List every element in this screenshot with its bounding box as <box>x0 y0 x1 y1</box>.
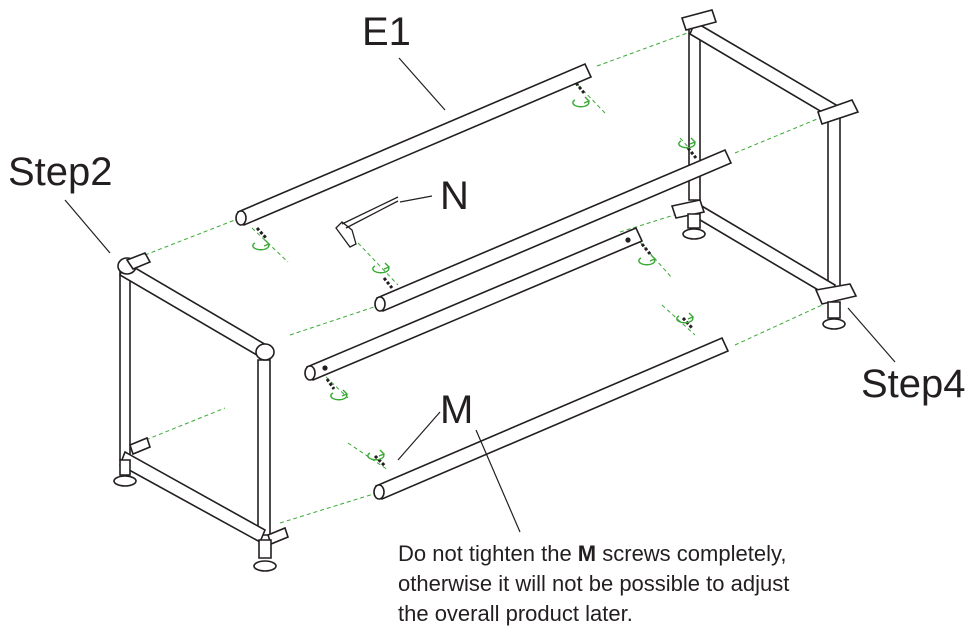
assembly-note: Do not tighten the M screws completely, … <box>398 539 868 629</box>
note-bold-part: M <box>577 541 597 566</box>
leader-lines <box>64 57 896 533</box>
note-text-before: Do not tighten the <box>398 541 578 566</box>
rail-bottom-front <box>373 336 730 501</box>
part-label-m: M <box>440 388 474 432</box>
step-label-step2: Step2 <box>8 150 113 194</box>
part-label-e1: E1 <box>362 10 411 54</box>
screw-icon <box>255 82 698 468</box>
rotation-arrow-icon <box>252 96 696 461</box>
note-line-2: otherwise it will not be possible to adj… <box>398 571 790 596</box>
left-end-frame <box>113 252 289 572</box>
allen-key-icon <box>335 196 399 248</box>
rail-e1 <box>235 62 593 227</box>
part-label-n: N <box>440 174 469 218</box>
note-line-1: Do not tighten the M screws completely, <box>398 539 868 569</box>
step-label-step4: Step4 <box>861 362 966 406</box>
note-line-3: the overall product later. <box>398 601 633 626</box>
rail-upper-middle <box>374 148 733 313</box>
note-text-after: screws completely, <box>596 541 787 566</box>
rail-lower-middle <box>304 226 644 382</box>
right-end-frame <box>670 9 860 330</box>
